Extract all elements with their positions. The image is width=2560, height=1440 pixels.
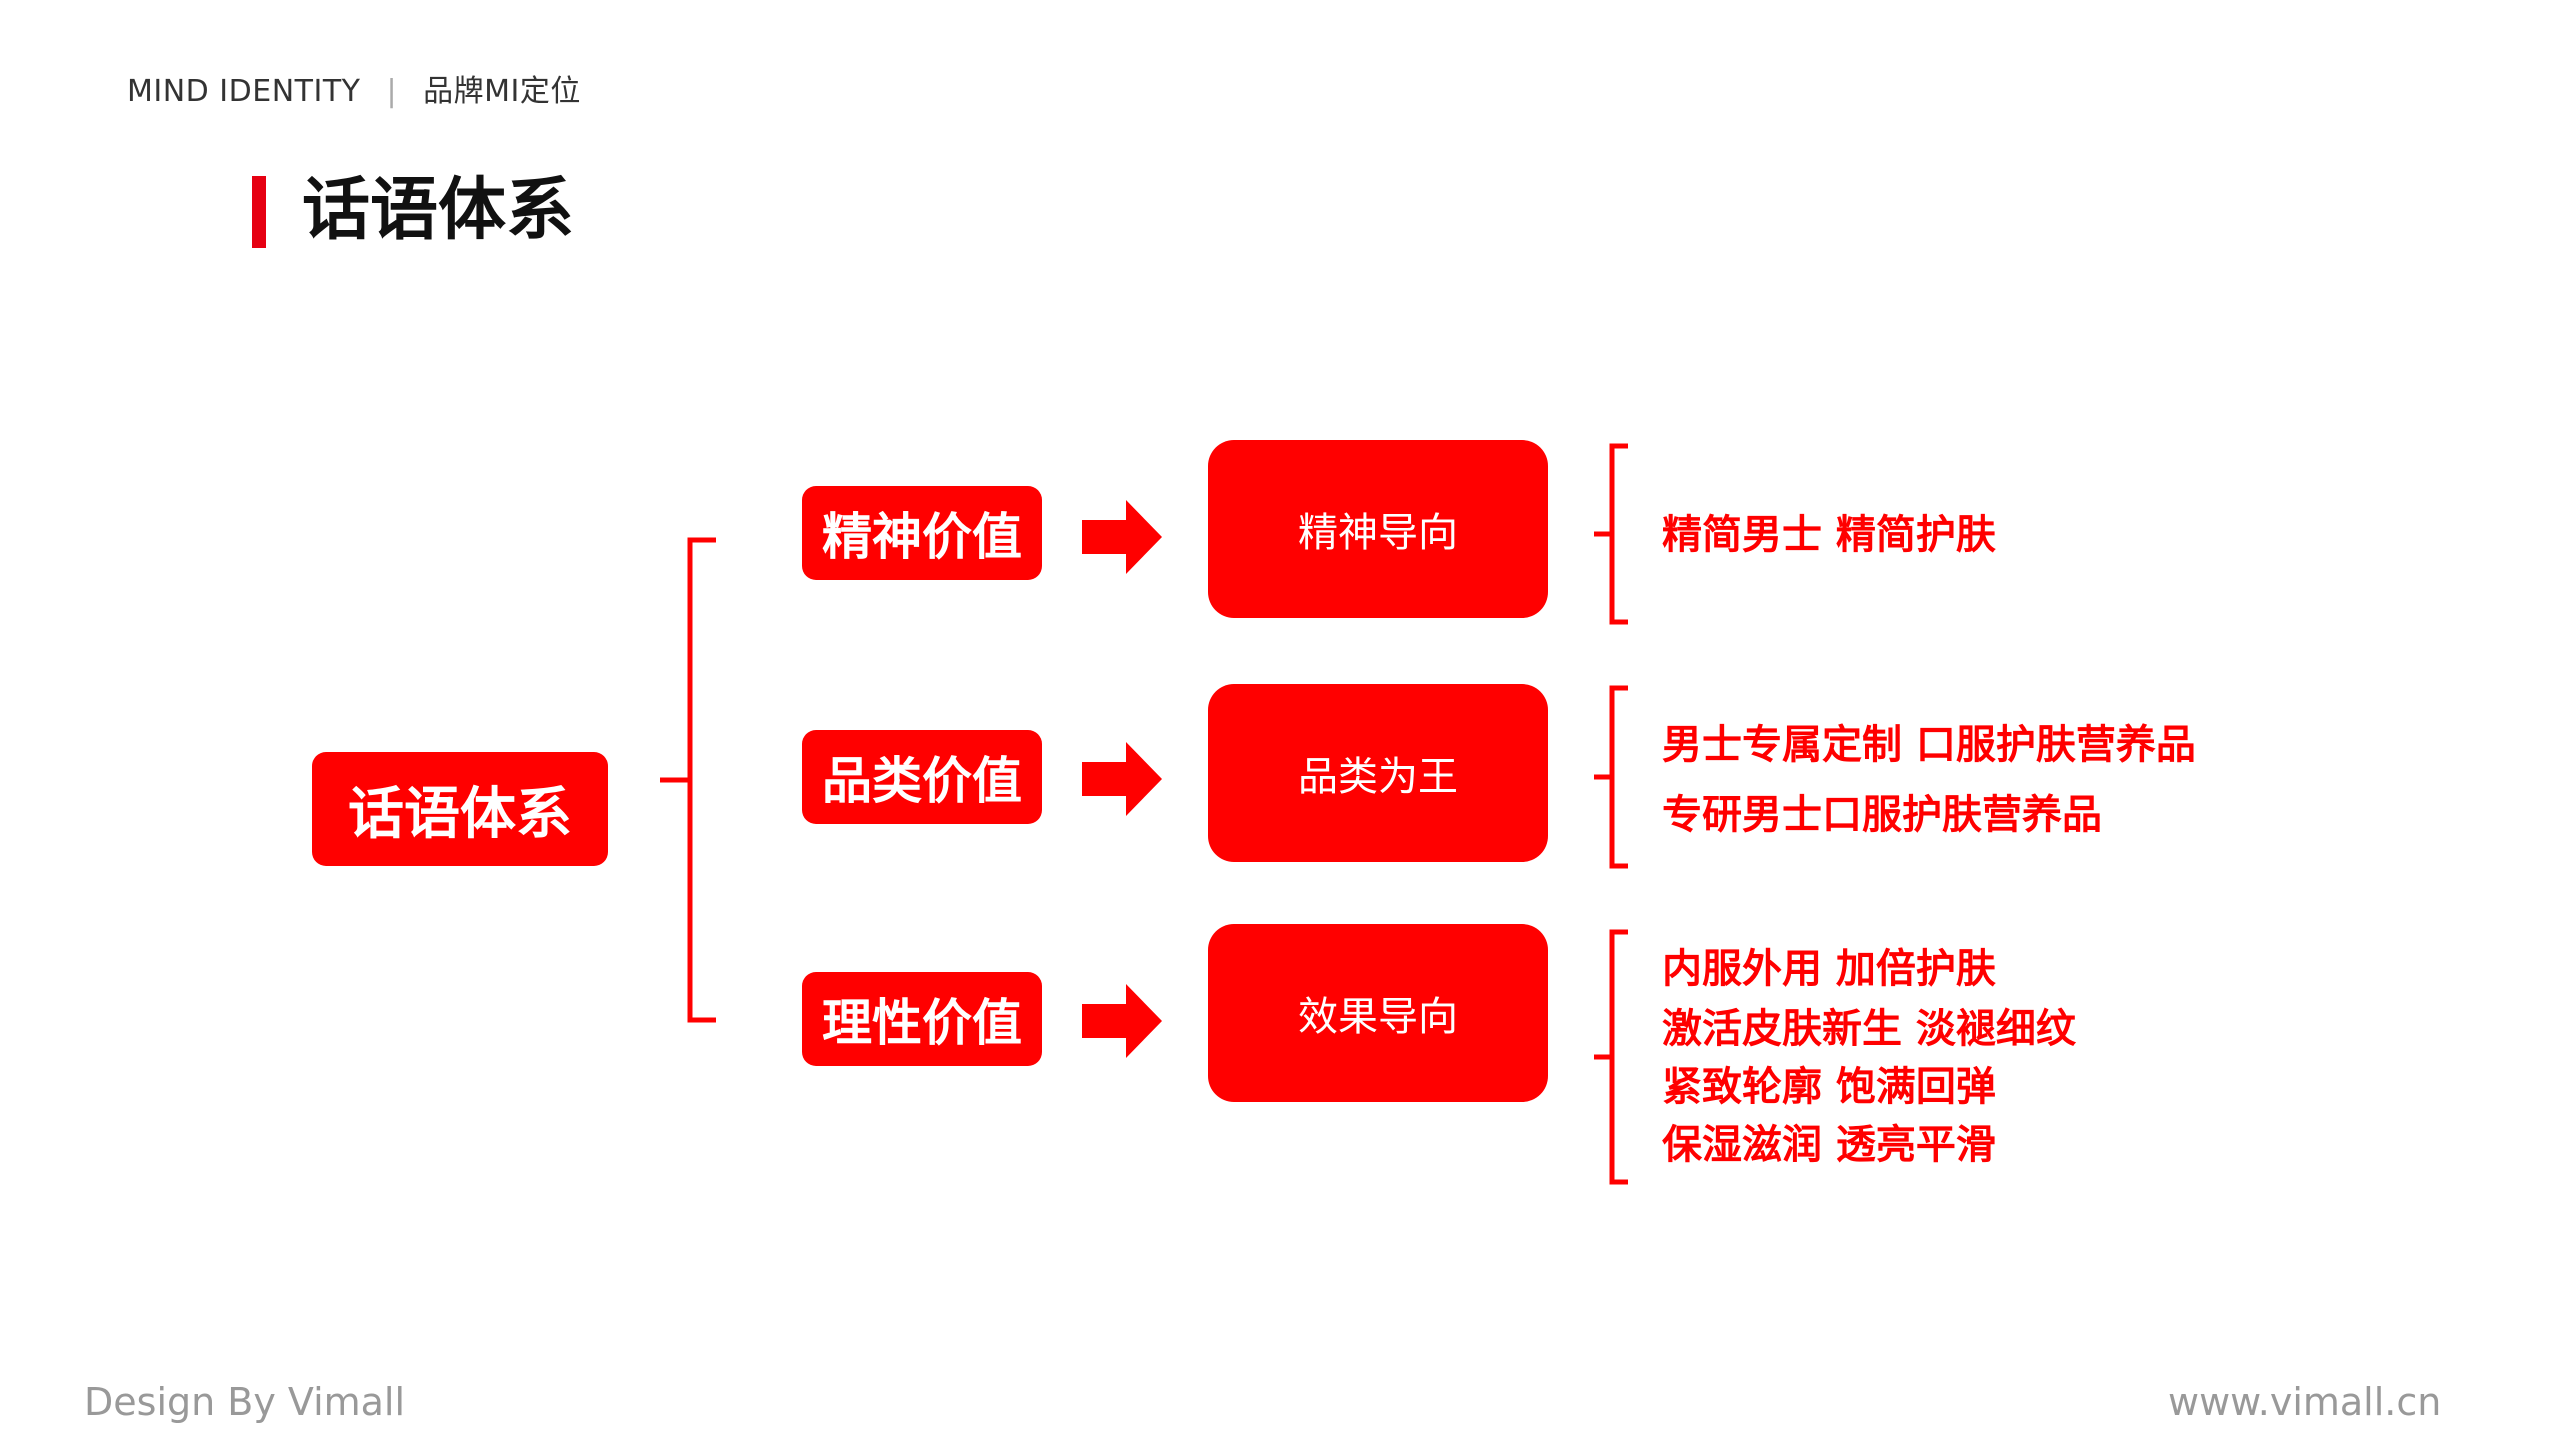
- header-separator: |: [386, 74, 398, 109]
- branch-3-line-4: 保湿滋润 透亮平滑: [1662, 1122, 1996, 1168]
- bracket-2: [1609, 685, 1628, 869]
- footer-website: www.vimall.cn: [2168, 1380, 2442, 1424]
- branch-1-line-1: 精简男士 精简护肤: [1662, 512, 1996, 558]
- branch-3-line-2: 激活皮肤新生 淡褪细纹: [1662, 1006, 2076, 1052]
- branch-2-line-2: 专研男士口服护肤营养品: [1662, 792, 2102, 838]
- arrow-icon: [1082, 742, 1162, 816]
- page-title: 话语体系: [302, 171, 575, 250]
- header-brand: MIND IDENTITY | 品牌MI定位: [127, 66, 581, 110]
- root-bracket: [687, 537, 716, 1023]
- value-node-3: 理性价值: [802, 972, 1042, 1066]
- brand-name: MIND IDENTITY: [127, 74, 361, 109]
- root-node: 话语体系: [312, 752, 608, 866]
- title-accent-bar: [252, 176, 266, 248]
- arrow-icon: [1082, 984, 1162, 1058]
- bracket-1: [1609, 443, 1628, 625]
- footer-credit: Design By Vimall: [84, 1380, 406, 1424]
- arrow-icon: [1082, 500, 1162, 574]
- branch-3-line-3: 紧致轮廓 饱满回弹: [1662, 1064, 1996, 1110]
- direction-node-3: 效果导向: [1208, 924, 1548, 1102]
- direction-node-2: 品类为王: [1208, 684, 1548, 862]
- value-node-2: 品类价值: [802, 730, 1042, 824]
- direction-node-1: 精神导向: [1208, 440, 1548, 618]
- branch-3-line-1: 内服外用 加倍护肤: [1662, 946, 1996, 992]
- branch-2-line-1: 男士专属定制 口服护肤营养品: [1662, 722, 2196, 768]
- value-node-1: 精神价值: [802, 486, 1042, 580]
- brand-subtitle: 品牌MI定位: [423, 74, 581, 109]
- bracket-3: [1609, 929, 1628, 1185]
